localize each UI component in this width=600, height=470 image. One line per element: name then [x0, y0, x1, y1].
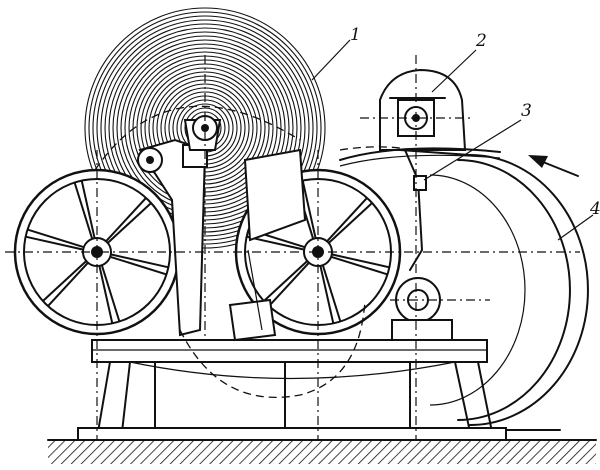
guide-lever [339, 147, 501, 271]
motion-paths [94, 105, 401, 399]
central-mechanism [137, 115, 307, 342]
ground-base [47, 439, 597, 464]
label-2: 2 [475, 31, 487, 51]
machine-frame [77, 339, 507, 441]
label-4: 4 [589, 199, 600, 219]
leader-lines [311, 39, 594, 241]
upper-bracket [379, 68, 467, 151]
center-lines [5, 55, 580, 440]
label-3: 3 [521, 101, 532, 121]
drum [399, 149, 589, 431]
lower-bearing [391, 277, 453, 341]
label-1: 1 [350, 25, 361, 45]
arrow-left-icon [528, 155, 579, 177]
